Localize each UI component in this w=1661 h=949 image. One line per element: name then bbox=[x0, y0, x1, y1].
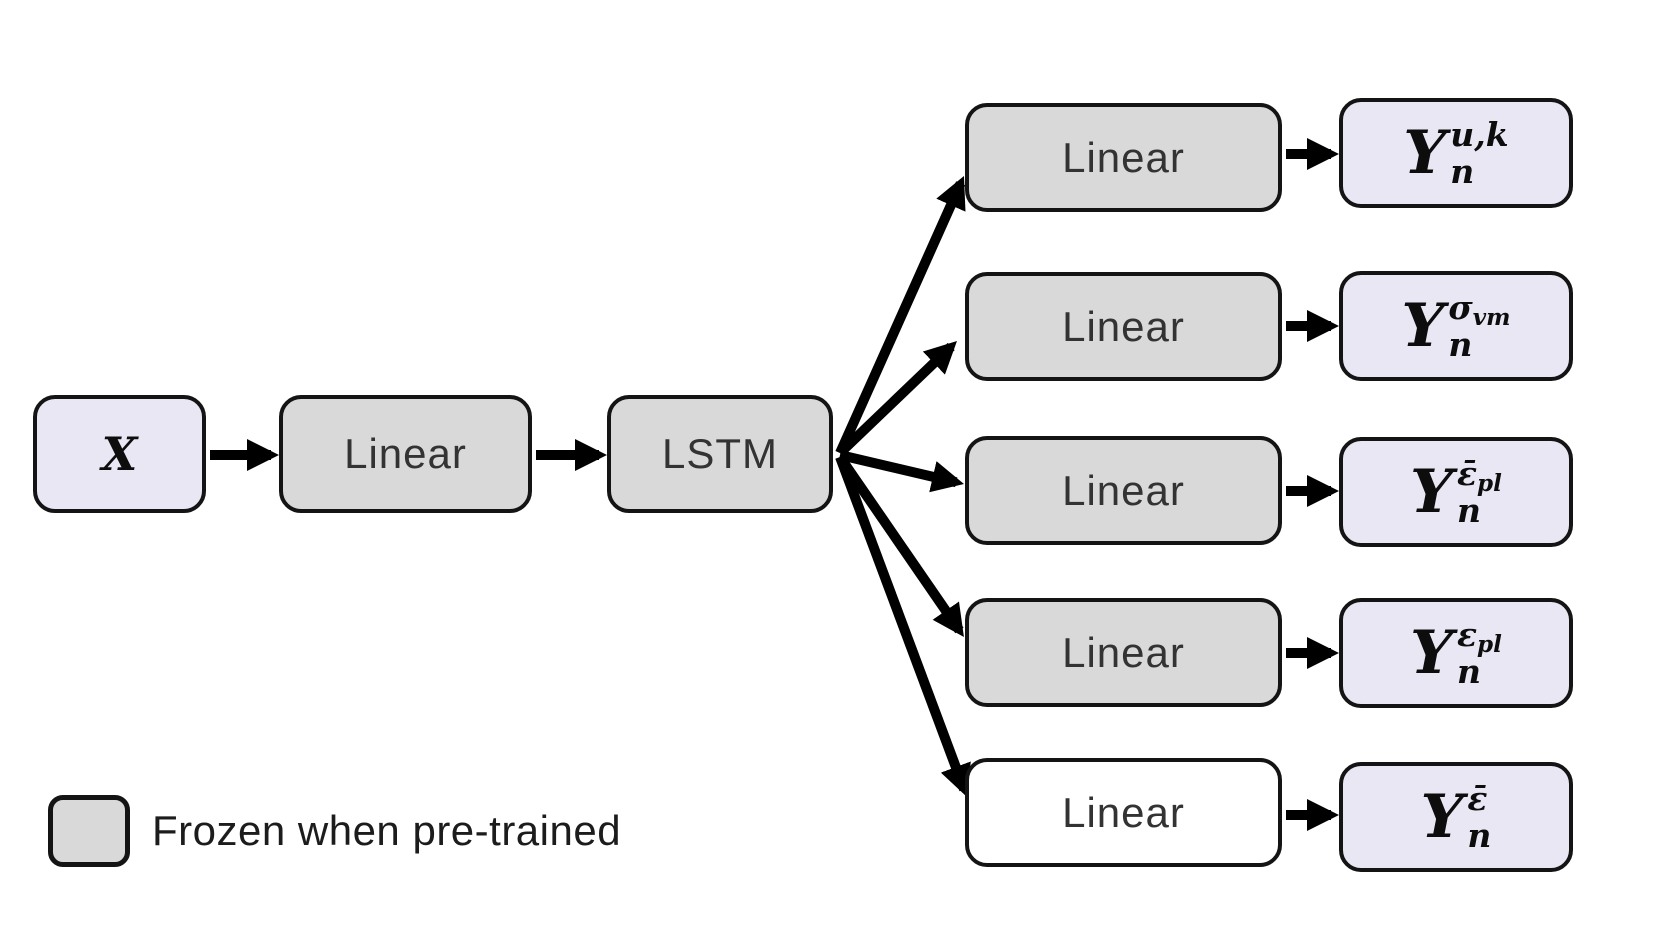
arrow-lstm-to-head-3 bbox=[838, 450, 964, 493]
input-x-label: X bbox=[101, 427, 138, 481]
arrow-lstm-to-head-5 bbox=[835, 455, 971, 797]
arrow-lstm-to-head-2 bbox=[836, 340, 957, 457]
head-linear-label-2: Linear bbox=[1062, 302, 1185, 350]
output-label-1: Y bbox=[1403, 118, 1447, 188]
head-linear-node-1: Linear bbox=[965, 103, 1282, 212]
head-linear-label-1: Linear bbox=[1062, 133, 1185, 181]
encoder-linear-label: Linear bbox=[344, 430, 467, 477]
legend-frozen-swatch bbox=[48, 795, 130, 867]
output-label-3: Y bbox=[1410, 457, 1453, 527]
output-label-5: Y bbox=[1420, 782, 1464, 852]
lstm-label: LSTM bbox=[661, 430, 778, 477]
output-scripts-5: ε̄n bbox=[1467, 778, 1492, 855]
lstm-node: LSTM bbox=[607, 395, 833, 513]
legend-label: Frozen when pre-trained bbox=[152, 807, 622, 854]
head-linear-node-5: Linear bbox=[965, 758, 1282, 867]
head-linear-node-3: Linear bbox=[965, 436, 1282, 545]
head-linear-label-5: Linear bbox=[1062, 788, 1185, 836]
head-linear-node-2: Linear bbox=[965, 272, 1282, 381]
input-x-node: X bbox=[33, 395, 206, 513]
head-linear-label-3: Linear bbox=[1062, 466, 1185, 514]
encoder-linear-node: Linear bbox=[279, 395, 532, 513]
arrow-lstm-to-head-4 bbox=[835, 454, 964, 637]
head-linear-label-4: Linear bbox=[1062, 628, 1185, 676]
legend: Frozen when pre-trained bbox=[48, 795, 621, 867]
output-label-4: Y bbox=[1410, 618, 1453, 688]
head-linear-node-4: Linear bbox=[965, 598, 1282, 707]
output-label-2: Y bbox=[1401, 291, 1445, 361]
arrow-lstm-to-head-1 bbox=[835, 175, 966, 456]
